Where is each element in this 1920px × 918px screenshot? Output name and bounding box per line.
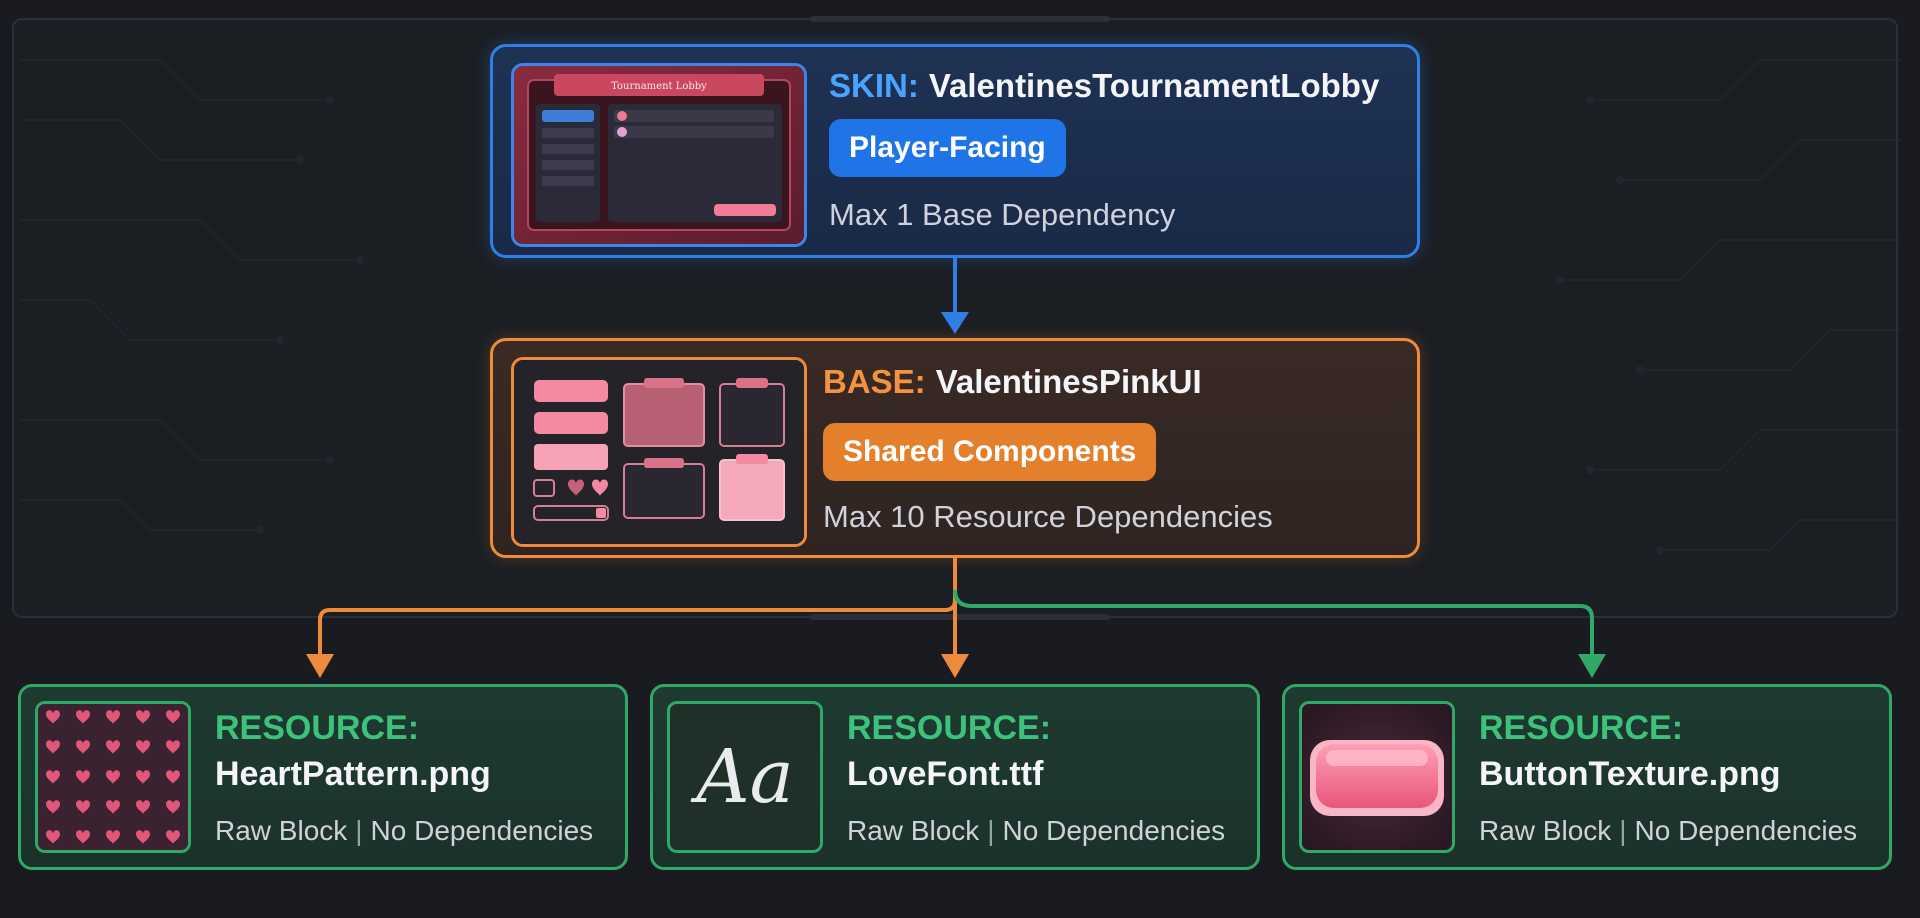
heart-pattern-icon: [35, 701, 191, 853]
skin-name: ValentinesTournamentLobby: [928, 67, 1380, 104]
edge-skin-to-base: [941, 258, 969, 334]
edge-base-to-resource-1: [306, 558, 957, 678]
skin-node[interactable]: Tournament Lobby SKIN:ValentinesTourname…: [490, 44, 1420, 258]
resource-name: HeartPattern.png: [215, 755, 491, 793]
skin-kind-label: SKIN:: [829, 67, 919, 104]
font-glyph-sample: Aa: [696, 734, 794, 820]
button-texture-icon: [1299, 701, 1455, 853]
resource-kind-label: RESOURCE:: [215, 709, 420, 747]
base-node[interactable]: BASE:ValentinesPinkUI Shared Components …: [490, 338, 1420, 558]
resource-dependency-label: No Dependencies: [1634, 815, 1858, 846]
resource-node-heart-pattern[interactable]: RESOURCE: HeartPattern.png Raw Block|No …: [18, 684, 628, 870]
skin-tag-badge: Player-Facing: [829, 119, 1066, 177]
frame-notch-bottom: [810, 614, 1110, 620]
resource-type-label: Raw Block: [1479, 815, 1612, 846]
lobby-preview-title: Tournament Lobby: [611, 81, 707, 92]
resource-name: ButtonTexture.png: [1479, 755, 1781, 793]
resource-kind-label: RESOURCE:: [847, 709, 1052, 747]
base-name: ValentinesPinkUI: [935, 363, 1202, 400]
resource-node-button-texture[interactable]: RESOURCE: ButtonTexture.png Raw Block|No…: [1282, 684, 1892, 870]
note-separator: |: [355, 815, 363, 846]
base-dependency-note: Max 10 Resource Dependencies: [823, 499, 1273, 534]
ui-components-kit-icon: [511, 357, 807, 547]
skin-dependency-note: Max 1 Base Dependency: [829, 197, 1176, 232]
resource-note: Raw Block|No Dependencies: [847, 815, 1225, 847]
resource-dependency-label: No Dependencies: [370, 815, 594, 846]
resource-note: Raw Block|No Dependencies: [215, 815, 593, 847]
resource-node-love-font[interactable]: Aa RESOURCE: LoveFont.ttf Raw Block|No D…: [650, 684, 1260, 870]
base-tag-badge: Shared Components: [823, 423, 1157, 481]
font-glyph-icon: Aa: [667, 701, 823, 853]
frame-notch-top: [810, 16, 1110, 22]
note-separator: |: [987, 815, 995, 846]
resource-type-label: Raw Block: [847, 815, 980, 846]
base-kind-label: BASE:: [823, 363, 926, 400]
lobby-screen-preview-icon: Tournament Lobby: [511, 63, 807, 247]
edge-base-to-resource-3: [953, 589, 1606, 678]
resource-note: Raw Block|No Dependencies: [1479, 815, 1857, 847]
resource-dependency-label: No Dependencies: [1002, 815, 1226, 846]
note-separator: |: [1619, 815, 1627, 846]
resource-name: LoveFont.ttf: [847, 755, 1044, 793]
resource-kind-label: RESOURCE:: [1479, 709, 1684, 747]
resource-type-label: Raw Block: [215, 815, 348, 846]
edge-base-to-resource-2: [941, 558, 969, 678]
